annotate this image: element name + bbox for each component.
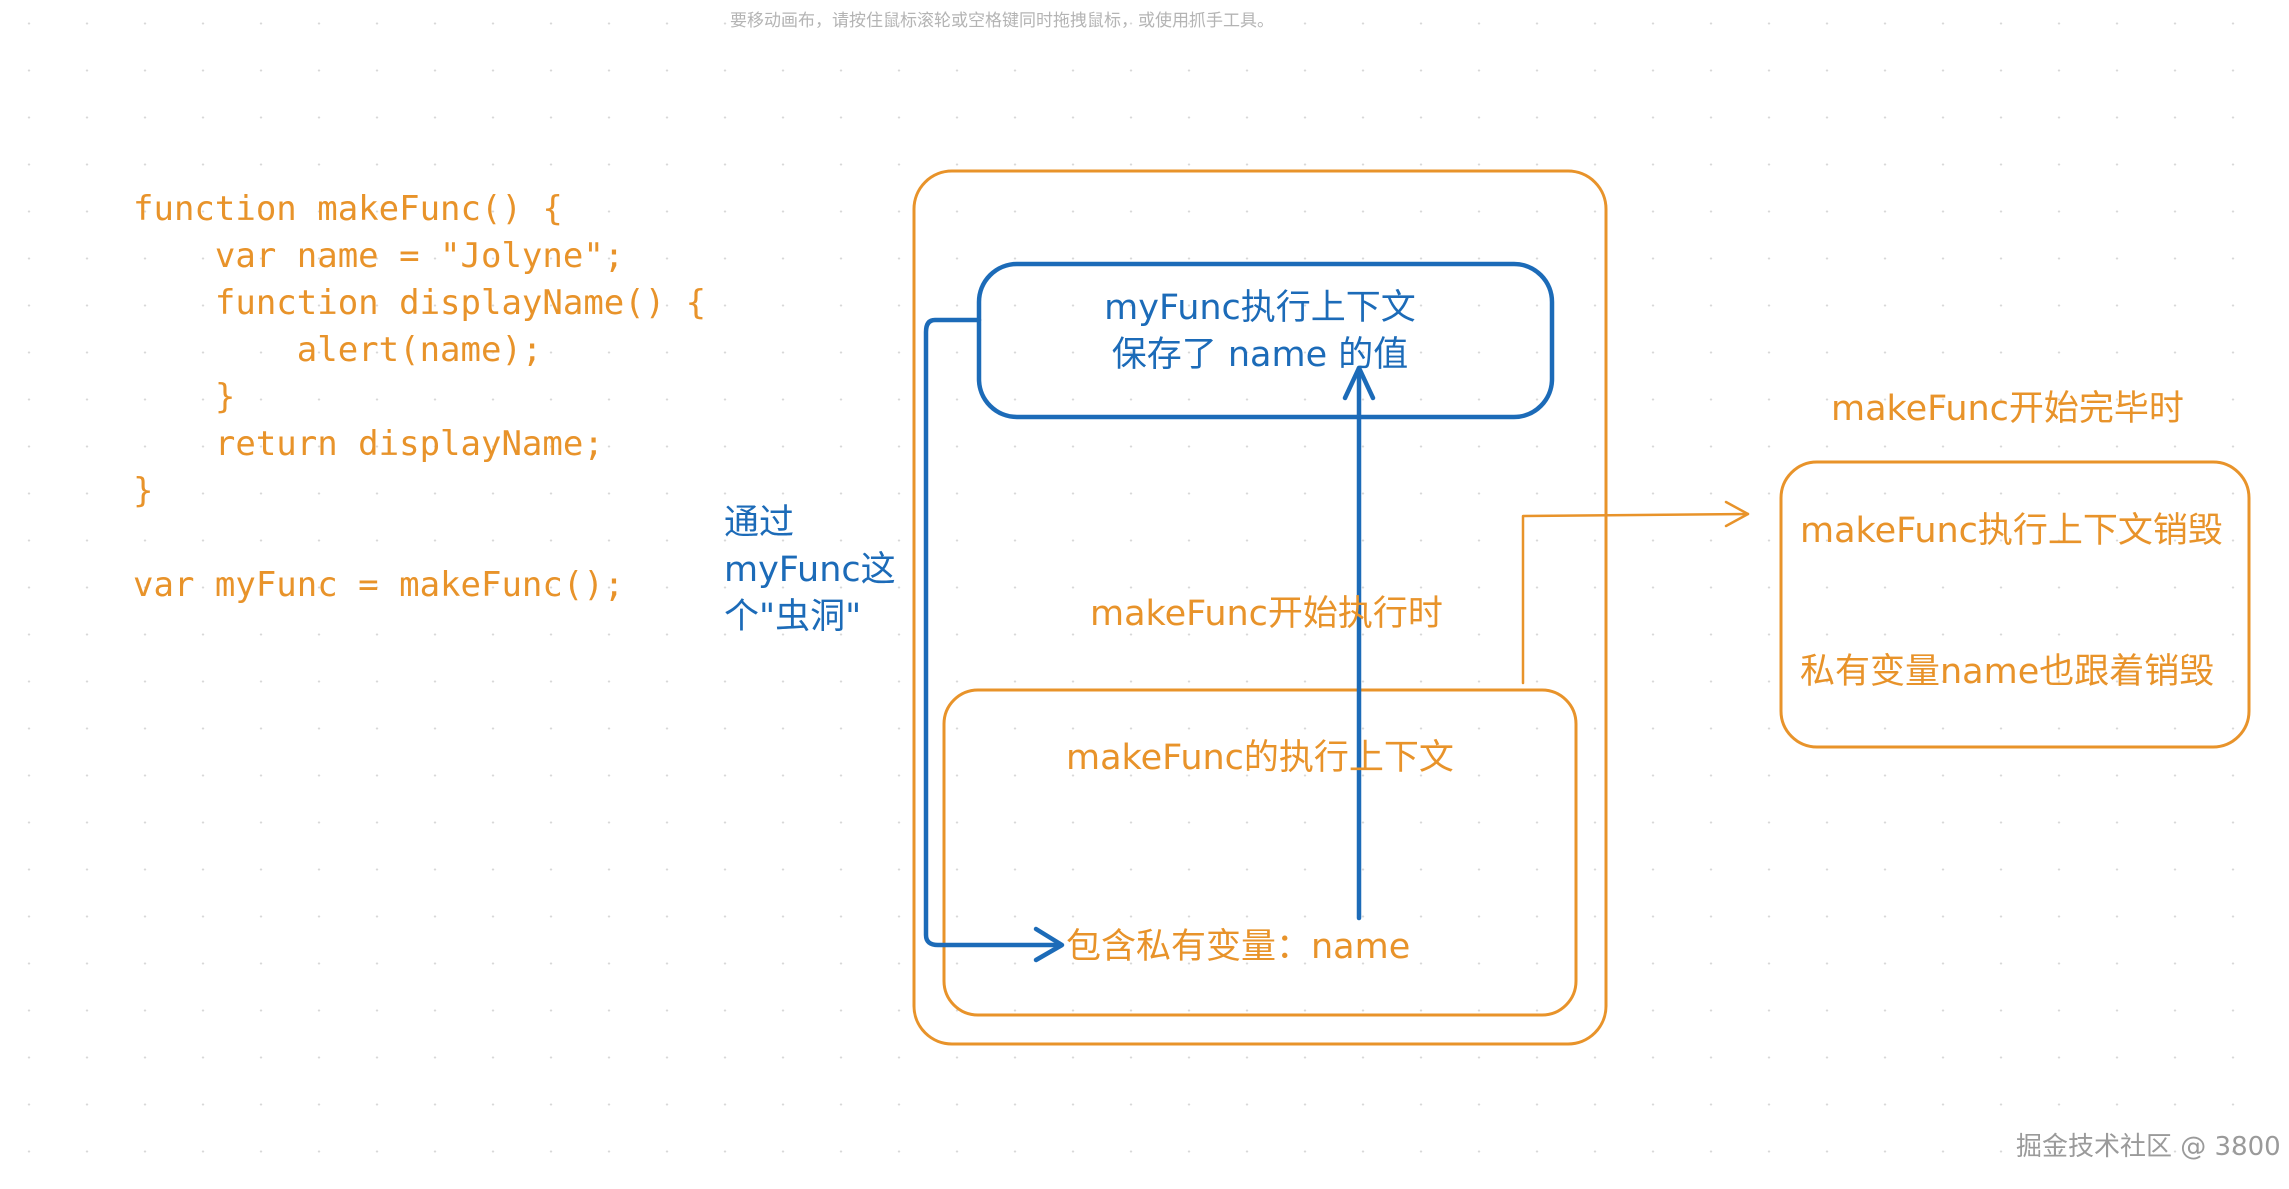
- myfunc-context-box[interactable]: [976, 261, 1555, 420]
- finish-connector-arrowhead: [1724, 500, 1750, 528]
- wormhole-label[interactable]: 通过 myFunc这 个"虫洞": [724, 500, 896, 641]
- code-line: var name = "Jolyne";: [133, 236, 625, 276]
- private-variable-label[interactable]: 包含私有变量：name: [1066, 927, 1411, 967]
- makefunc-context-label[interactable]: makeFunc的执行上下文: [1066, 738, 1454, 778]
- makefunc-finished-label[interactable]: makeFunc开始完毕时: [1831, 389, 2184, 429]
- code-line: }: [133, 471, 154, 511]
- code-line: function displayName() {: [133, 283, 707, 323]
- wormhole-arrowhead: [1033, 926, 1065, 963]
- myfunc-context-label[interactable]: myFunc执行上下文 保存了 name 的值: [985, 285, 1535, 379]
- finish-connector-line[interactable]: [1521, 512, 1750, 685]
- code-line: return displayName;: [133, 424, 604, 464]
- myfunc-context-line: 保存了 name 的值: [1111, 335, 1409, 375]
- watermark: 掘金技术社区 @ 3800: [2016, 1132, 2281, 1162]
- variable-destroyed-label[interactable]: 私有变量name也跟着销毁: [1800, 652, 2215, 692]
- context-destroyed-label[interactable]: makeFunc执行上下文销毁: [1800, 511, 2223, 551]
- outer-scope-frame[interactable]: [912, 169, 1608, 1046]
- code-line: var myFunc = makeFunc();: [133, 565, 625, 605]
- wormhole-label-line: myFunc这: [724, 550, 896, 590]
- wormhole-label-line: 个"虫洞": [724, 597, 862, 637]
- code-snippet[interactable]: function makeFunc() { var name = "Jolyne…: [133, 186, 706, 609]
- code-line: [133, 515, 706, 562]
- myfunc-context-line: myFunc执行上下文: [1104, 288, 1416, 328]
- closure-up-arrowhead: [1342, 365, 1376, 401]
- wormhole-arrow[interactable]: [923, 317, 1063, 948]
- code-line: function makeFunc() {: [133, 189, 563, 229]
- makefunc-running-label[interactable]: makeFunc开始执行时: [1090, 594, 1443, 634]
- code-line: alert(name);: [133, 330, 543, 370]
- wormhole-label-line: 通过: [724, 503, 795, 543]
- makefunc-context-box[interactable]: [942, 688, 1578, 1017]
- code-line: }: [133, 377, 236, 417]
- canvas-hint: 要移动画布，请按住鼠标滚轮或空格键同时拖拽鼠标，或使用抓手工具。: [730, 11, 1274, 31]
